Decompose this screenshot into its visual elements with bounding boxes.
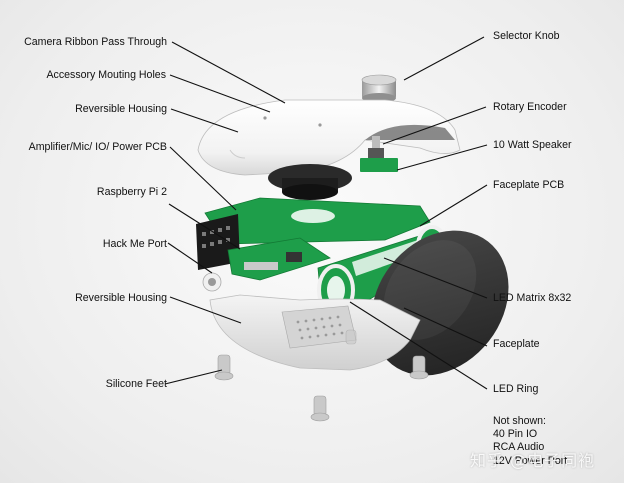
label-led-ring: LED Ring [493, 383, 539, 395]
label-reversible-housing-top: Reversible Housing [75, 103, 167, 115]
label-amp-pcb: Amplifier/Mic/ IO/ Power PCB [28, 141, 167, 153]
label-speaker: 10 Watt Speaker [493, 139, 572, 151]
not-shown-item: 12V Power Port [493, 454, 568, 467]
label-faceplate-pcb: Faceplate PCB [493, 179, 565, 191]
rotary-encoder [360, 136, 398, 172]
label-raspberry-pi: Raspberry Pi 2 [96, 186, 167, 198]
selector-knob [361, 74, 397, 103]
not-shown-item: 40 Pin IO [493, 428, 538, 441]
leader-lines [164, 36, 488, 390]
watermark: 知乎 @电子同袍 [470, 451, 596, 470]
not-shown-list: Not shown: 40 Pin IO RCA Audio 12V Power… [493, 415, 567, 468]
label-selector-knob: Selector Knob [493, 30, 560, 42]
label-hack-me-port: Hack Me Port [102, 238, 167, 250]
label-led-matrix: LED Matrix 8x32 [493, 292, 572, 304]
top-housing [197, 99, 461, 176]
not-shown-title: Not shown: [493, 415, 546, 427]
speaker [268, 164, 352, 200]
not-shown-item: RCA Audio [493, 441, 545, 454]
label-accessory-holes: Accessory Mouting Holes [46, 69, 166, 81]
label-camera-ribbon: Camera Ribbon Pass Through [24, 36, 167, 48]
label-rotary-encoder: Rotary Encoder [493, 101, 567, 113]
label-reversible-housing-bottom: Reversible Housing [75, 292, 167, 304]
hack-me-port [202, 272, 222, 292]
label-silicone-feet: Silicone Feet [105, 378, 167, 390]
label-faceplate: Faceplate [493, 338, 540, 350]
